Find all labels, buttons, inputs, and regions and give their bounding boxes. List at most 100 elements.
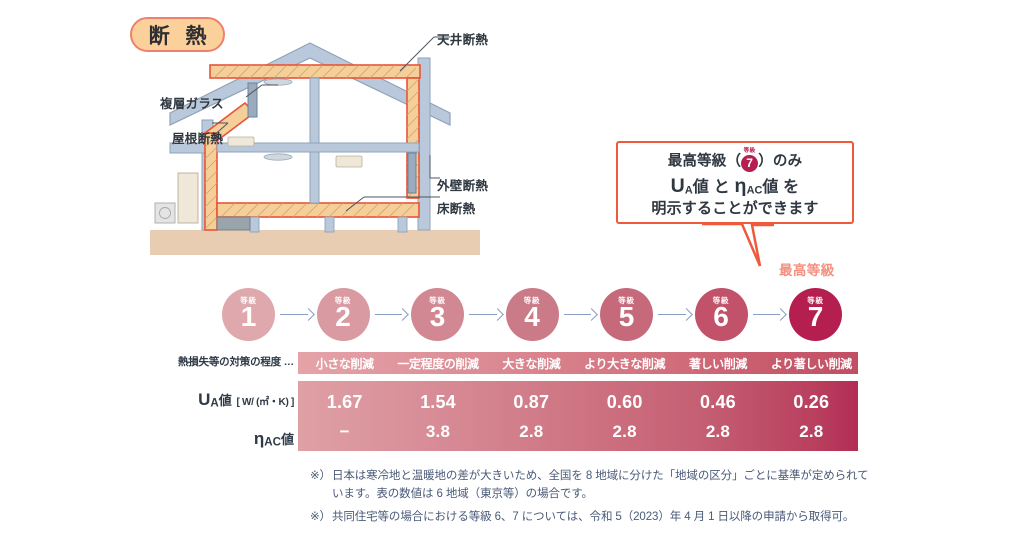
left-wall-hatch — [204, 134, 218, 230]
house-cross-section-illustration — [150, 25, 480, 255]
table-header-cell-4: より大きな削減 — [584, 356, 666, 371]
leader-roof — [211, 122, 229, 138]
house-diagram-svg — [150, 36, 480, 255]
double-glass-window — [247, 82, 258, 118]
callout-line-1-post: ）のみ — [758, 153, 803, 170]
footnote-mark: ※） — [310, 470, 331, 482]
water-tank — [177, 172, 199, 224]
furniture-shelf — [335, 155, 363, 168]
leader-floor — [345, 196, 365, 212]
inline-grade-number: 7 — [741, 154, 759, 172]
eta-suffix: 値 を — [762, 178, 800, 196]
table-data-column-3: 0.87 2.8 — [485, 381, 578, 451]
footnote-mark: ※） — [310, 510, 331, 523]
grade-number: 1 — [240, 301, 257, 333]
table-header-cell-5: 著しい削減 — [688, 356, 747, 371]
grade-arrow — [370, 309, 412, 319]
ua-suffix: 値 と — [692, 178, 735, 196]
eta-symbol: η — [734, 174, 747, 197]
callout-line-3: 明示することができます — [651, 199, 819, 217]
foundation-pier-3 — [397, 216, 408, 233]
row-label-ua-main: U — [198, 390, 211, 409]
ua-subscript: A — [684, 184, 693, 197]
row-label-ua: UA値 [ W/ (㎡・K) ] — [198, 391, 294, 410]
grade-ruby-label: 等級 — [618, 295, 635, 305]
grade-ruby-label: 等級 — [240, 295, 257, 305]
grade-ruby-label: 等級 — [334, 295, 352, 305]
furniture-counter — [227, 136, 255, 147]
footnote-text: 日本は寒冷地と温暖地の差が大きいため、全国を 8 地域に分けた「地域の区分」ごと… — [331, 470, 869, 500]
foundation-pier-2 — [324, 216, 335, 233]
grade-ruby-label: 等級 — [807, 295, 824, 305]
foundation-pier-1 — [249, 216, 260, 233]
grade-ruby-label: 等級 — [523, 295, 541, 305]
row-label-ua-tail: 値 — [218, 393, 232, 408]
footnotes-block: ※）日本は寒冷地と温暖地の差が大きいため、全国を 8 地域に分けた「地域の区分」… — [310, 468, 870, 531]
lower-right-window — [407, 152, 417, 194]
grade-ruby-label: 等級 — [712, 295, 730, 305]
grade-arrow — [653, 309, 695, 319]
eta-value-5: 2.8 — [705, 421, 731, 441]
grade-number: 2 — [335, 301, 351, 333]
callout-tail — [702, 222, 774, 267]
row-label-measure: 熱損失等の対策の程度 … — [177, 356, 294, 368]
section-title-label: 断 熱 — [148, 24, 212, 48]
outdoor-unit-fan — [159, 207, 171, 219]
outdoor-unit — [154, 202, 176, 224]
label-ceiling-insulation: 天井断熱 — [437, 33, 489, 47]
grade-number: 6 — [713, 301, 729, 333]
leader-glass — [245, 84, 263, 98]
label-double-glass: 複層ガラス — [160, 97, 224, 111]
table-header-cell-6: より著しい削減 — [770, 356, 852, 371]
table-header-cell-1: 小さな削減 — [315, 356, 374, 371]
leader-ceiling — [399, 36, 435, 72]
eta-value-4: 2.8 — [612, 421, 637, 441]
ua-value-2: 1.54 — [420, 391, 456, 412]
row-label-eta-sub: AC — [264, 436, 281, 449]
row-label-ua-sub: A — [210, 397, 219, 410]
row-label-ua-unit: [ W/ (㎡・K) ] — [236, 397, 295, 408]
ua-symbol: U — [670, 174, 685, 197]
ground-layer — [150, 230, 480, 255]
table-data-column-1: 1.67− — [298, 381, 391, 451]
grade-number: 7 — [807, 301, 824, 333]
ua-value-3: 0.87 — [513, 391, 550, 412]
eta-value-3: 2.8 — [519, 421, 544, 441]
row-label-eta-tail: 値 — [280, 432, 294, 447]
label-roof-insulation: 屋根断熱 — [172, 132, 224, 146]
highest-grade-caption: 最高等級 — [779, 263, 835, 278]
label-wall-insulation: 外壁断熱 — [437, 179, 489, 193]
ua-value-1: 1.67 — [326, 391, 363, 412]
table-row-labels: 熱損失等の対策の程度 … UA値 [ W/ (㎡・K) ] ηAC値 — [170, 352, 294, 448]
callout-tail-right-edge — [750, 223, 774, 267]
footnote-text: 共同住宅等の場合における等級 6、7 については、令和 5（2023）年 4 月… — [331, 510, 855, 523]
eta-subscript: AC — [746, 184, 763, 197]
section-title-badge: 断 熱 — [130, 17, 225, 52]
grade-number: 5 — [618, 301, 635, 333]
grade-number: 3 — [429, 301, 446, 333]
grade-number: 4 — [524, 301, 540, 333]
grade-arrow — [748, 309, 790, 319]
row-label-eta-main: η — [253, 429, 265, 448]
roof-slab — [169, 42, 451, 126]
ceiling-light-lower — [263, 153, 293, 161]
grade-ruby-label: 等級 — [429, 295, 446, 305]
callout-tail-left-edge — [702, 222, 762, 267]
interior-partition — [309, 77, 320, 204]
ua-value-6: 0.26 — [793, 391, 830, 412]
grade-arrow — [464, 309, 506, 319]
left-wall-insulation — [204, 132, 218, 231]
